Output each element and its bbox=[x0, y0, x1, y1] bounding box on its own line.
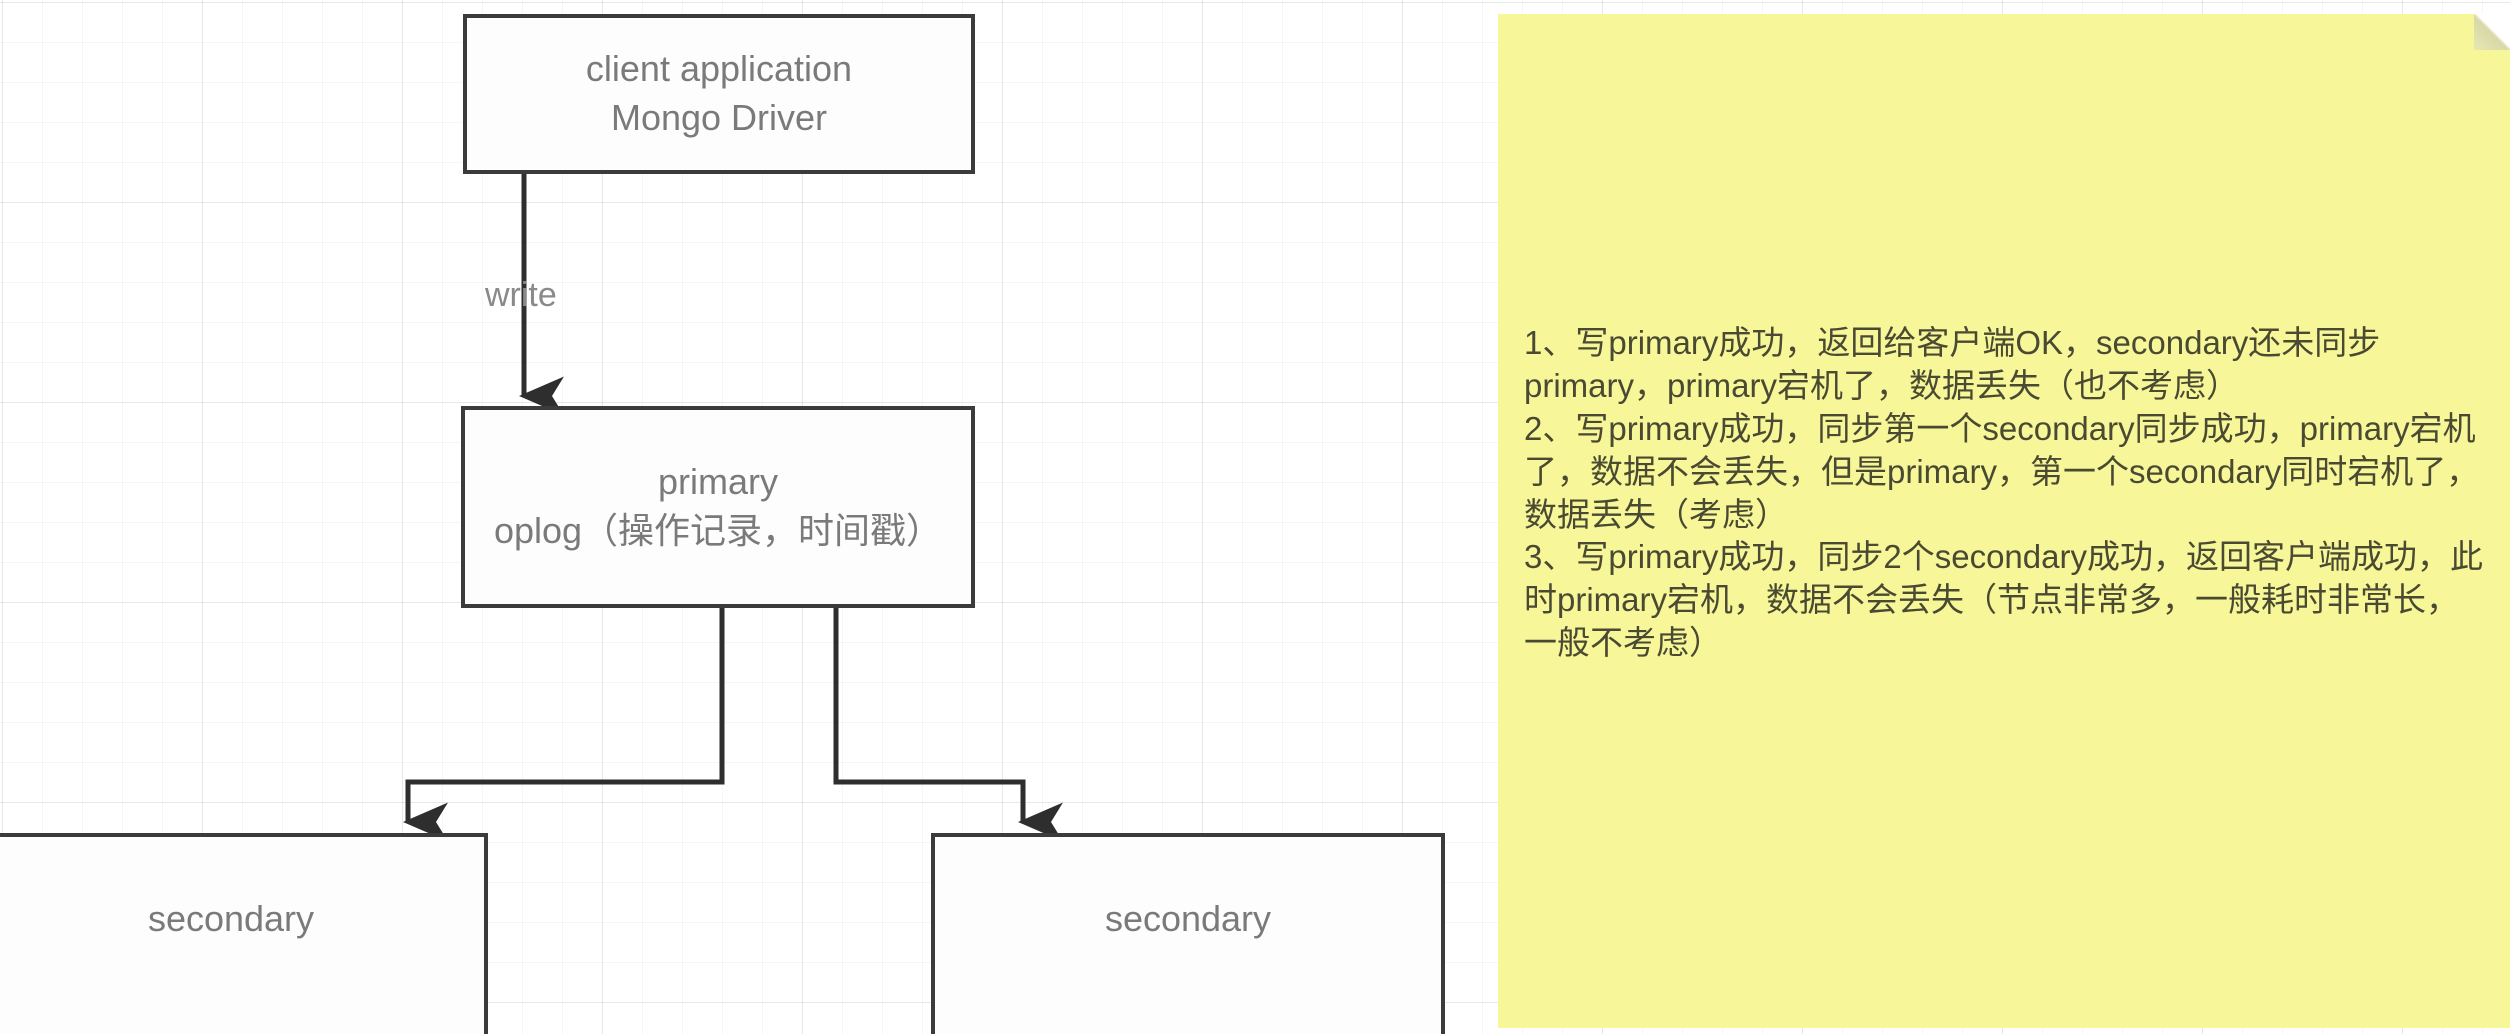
node-secondary-right[interactable]: secondary bbox=[931, 833, 1445, 1034]
node-client-application[interactable]: client application Mongo Driver bbox=[463, 14, 975, 174]
edge-label-write: write bbox=[485, 276, 557, 314]
node-secondary-left-label: secondary bbox=[147, 898, 315, 939]
sticky-note-paragraph-2: 2、写primary成功，同步第一个secondary同步成功，primary宕… bbox=[1524, 409, 2480, 533]
node-primary[interactable]: primary oplog（操作记录，时间戳） bbox=[461, 406, 975, 608]
sticky-note-text: 1、写primary成功，返回给客户端OK，secondary还未同步prima… bbox=[1524, 322, 2490, 665]
sticky-note[interactable]: 1、写primary成功，返回给客户端OK，secondary还未同步prima… bbox=[1498, 14, 2510, 1028]
node-secondary-right-label: secondary bbox=[1104, 898, 1272, 939]
node-primary-label: primary oplog（操作记录，时间戳） bbox=[493, 461, 943, 551]
node-secondary-left[interactable]: secondary bbox=[0, 833, 488, 1034]
sticky-note-fold-corner-icon bbox=[2474, 14, 2510, 50]
sticky-note-paragraph-3: 3、写primary成功，同步2个secondary成功，返回客户端成功，此时p… bbox=[1524, 538, 2483, 662]
sticky-note-paragraph-1: 1、写primary成功，返回给客户端OK，secondary还未同步prima… bbox=[1524, 324, 2381, 404]
node-client-application-label: client application Mongo Driver bbox=[585, 48, 853, 138]
edge-primary-to-secondary-left bbox=[403, 608, 725, 842]
edge-primary-to-secondary-right bbox=[833, 608, 1063, 842]
